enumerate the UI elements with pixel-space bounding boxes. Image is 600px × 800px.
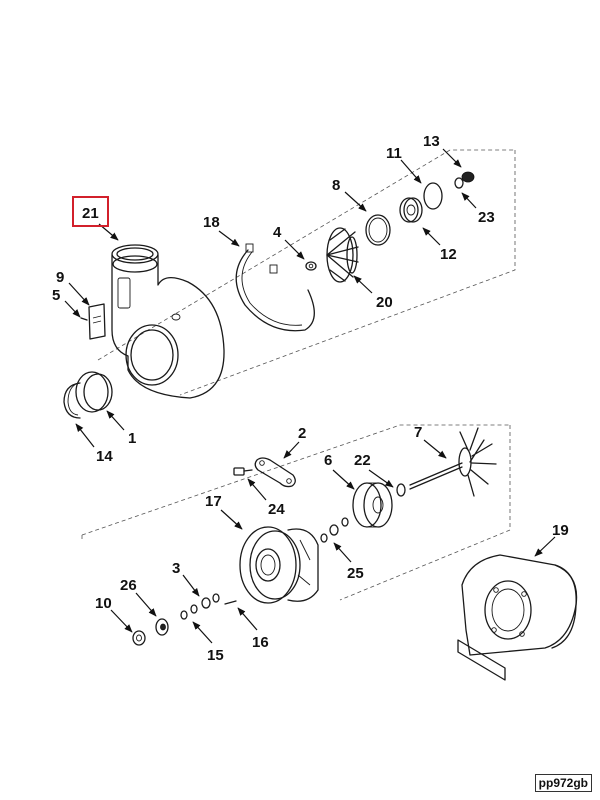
assembly-guide-lines [81,149,516,601]
callout-6: 6 [324,452,332,469]
highlighted-callout-box [72,196,109,227]
compressor-wheel [326,227,359,283]
callout-11: 11 [386,145,402,162]
callout-15: 15 [207,647,224,664]
callout-20: 20 [376,294,393,311]
thrust-bearing [399,197,423,223]
callout-25: 25 [347,565,364,582]
turbine-shaft-wheel [409,427,497,497]
seal-plate [352,482,393,528]
callout-18: 18 [203,214,220,231]
callout-1: 1 [128,430,136,447]
callout-8: 8 [332,177,340,194]
ring-10 [132,630,146,646]
ring-8 [365,214,391,246]
callout-12: 12 [440,246,457,263]
bracket [254,457,296,488]
washer-group-3 [180,593,220,620]
callout-21: 21 [82,205,99,222]
bearing-housing [239,526,319,604]
identification-plate [80,303,106,340]
catalog-code-label: pp972gb [534,774,592,792]
callout-24: 24 [268,501,285,518]
thrust-collar [155,618,169,636]
nut [305,261,317,271]
callout-26: 26 [120,577,137,594]
callout-16: 16 [252,634,269,651]
leader-lines [64,148,556,644]
bolt-24 [233,467,253,476]
callout-4: 4 [273,224,282,241]
callout-9: 9 [56,269,64,286]
callout-17: 17 [205,493,222,510]
callout-3: 3 [172,560,180,577]
washer-23 [454,177,464,189]
callout-5: 5 [52,287,60,304]
washer-group-25 [320,517,349,543]
ring-22 [396,483,406,497]
compressor-housing [111,244,225,399]
disc-11 [423,182,443,210]
callout-22: 22 [354,452,371,469]
callout-19: 19 [552,522,569,539]
callout-10: 10 [95,595,112,612]
turbine-housing [457,554,578,681]
callout-13: 13 [423,133,440,150]
callout-14: 14 [96,448,113,465]
snap-ring [63,382,81,419]
callout-labels: 21 9 5 1 14 18 4 20 8 11 12 13 23 2 24 6… [52,133,569,664]
callout-7: 7 [414,424,422,441]
callout-2: 2 [298,425,306,442]
pin-16 [224,600,237,605]
nut-13 [461,171,475,183]
callout-23: 23 [478,209,495,226]
retaining-ring [235,243,315,332]
seal-ring [75,371,113,413]
